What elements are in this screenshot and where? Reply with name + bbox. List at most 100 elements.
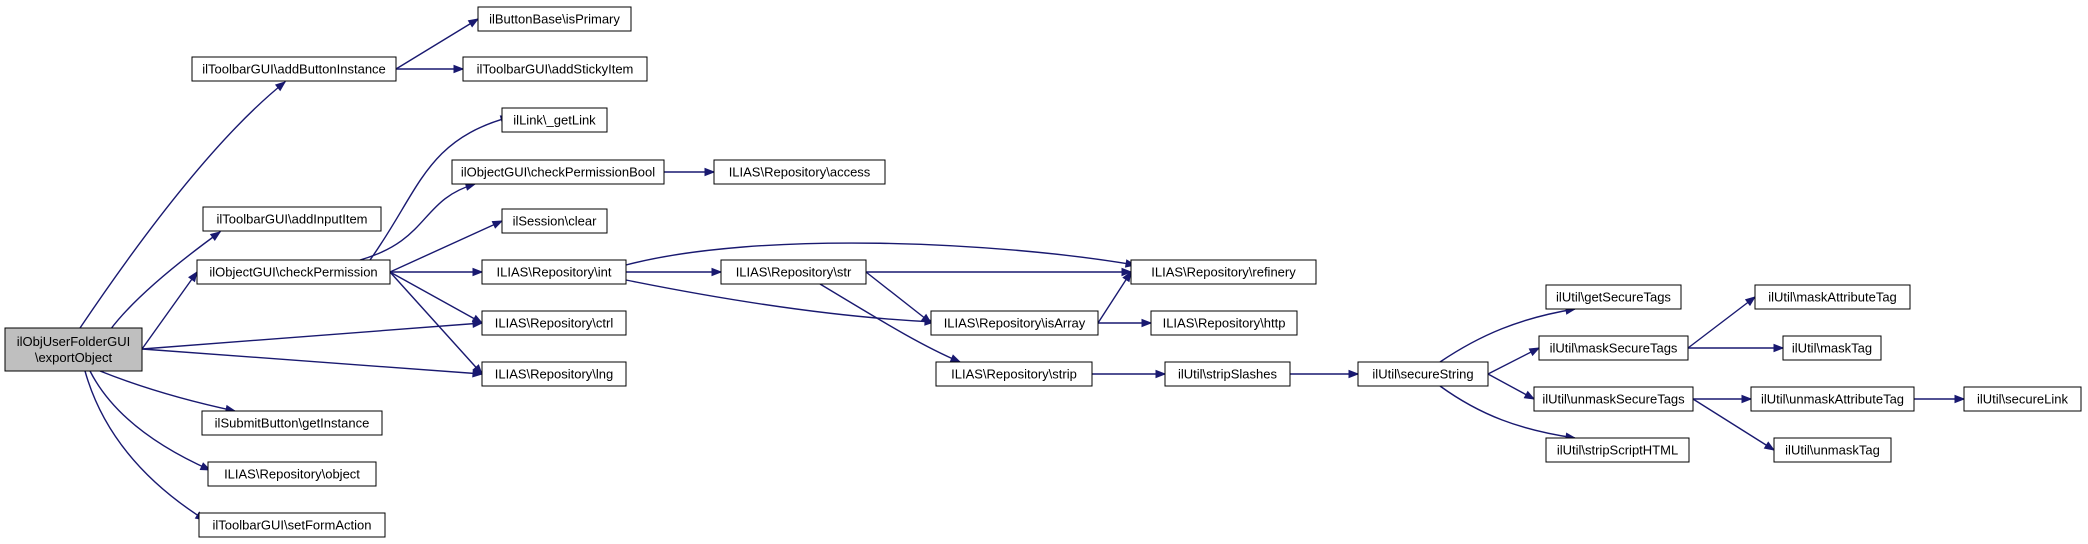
call-edge [1487,373,1536,400]
node-label: ILIAS\Repository\str [736,265,852,280]
node-box [207,461,377,487]
function-node[interactable]: ilUtil\secureLink [1963,386,2082,412]
node-label: ilObjUserFolderGUI [17,334,130,349]
function-node[interactable]: ILIAS\Repository\access [713,159,886,185]
function-node[interactable]: ilToolbarGUI\addButtonInstance [191,56,397,82]
function-node[interactable]: ilObjectGUI\checkPermission [196,259,391,285]
function-node[interactable]: ilToolbarGUI\addInputItem [202,206,382,232]
call-edge [1487,347,1541,375]
node-label: ilUtil\secureLink [1977,392,2069,407]
node-label: ILIAS\Repository\access [729,165,871,180]
function-node[interactable]: ilToolbarGUI\addStickyItem [462,56,648,82]
node-box [198,512,386,538]
function-node[interactable]: ilUtil\maskAttributeTag [1754,284,1911,310]
edge-line [141,348,483,375]
function-node[interactable]: ILIAS\Repository\int [481,259,627,285]
node-box [1782,335,1882,361]
node-box [462,56,648,82]
node-label: ilUtil\unmaskSecureTags [1542,392,1685,407]
node-label: ilUtil\unmaskTag [1785,443,1880,458]
function-node[interactable]: ilObjectGUI\checkPermissionBool [451,159,665,185]
call-edge [1098,318,1153,328]
call-edge [79,81,287,329]
edge-arrowhead [472,364,483,376]
edge-arrowhead [920,313,933,324]
node-box [1754,284,1911,310]
edge-arrowhead [1528,347,1541,357]
node-label: ilUtil\maskSecureTags [1550,341,1678,356]
node-label: ilUtil\unmaskAttributeTag [1761,392,1904,407]
function-node[interactable]: ilLink\_getLink [501,107,608,133]
edge-line [99,370,236,412]
node-box [1130,259,1317,285]
function-node[interactable]: ilSubmitButton\getInstance [201,410,383,436]
node-label: ilUtil\maskTag [1792,341,1872,356]
edge-line [1487,347,1540,375]
function-node[interactable]: ilUtil\unmaskAttributeTag [1750,386,1915,412]
edge-arrowhead [274,81,287,92]
function-node[interactable]: ilUtil\maskSecureTags [1538,335,1689,361]
node-box [930,310,1099,336]
edge-arrowhead [467,18,480,28]
call-edge [1290,369,1360,379]
edge-line [1687,296,1756,349]
edge-line [1439,308,1576,363]
edge-arrowhead [704,167,716,177]
call-edge [1914,394,1966,404]
node-label: ilUtil\stripSlashes [1178,367,1277,382]
node-label: ilToolbarGUI\addInputItem [216,212,367,227]
node-box [481,259,627,285]
call-edge [369,115,512,261]
edge-line [89,370,211,471]
call-edge [625,242,1137,268]
edge-line [865,271,932,324]
function-node[interactable]: ilUtil\stripScriptHTML [1545,437,1690,463]
node-box [935,361,1093,387]
edge-arrowhead [453,64,465,74]
node-label: ILIAS\Repository\http [1163,316,1286,331]
call-graph-nodes: ilObjUserFolderGUI\exportObject ilToolbar… [4,6,2082,538]
function-node[interactable]: ilSession\clear [501,208,608,234]
edge-line [109,231,221,331]
root-function-node: ilObjUserFolderGUI\exportObject [4,327,143,372]
call-edge [1688,343,1785,353]
call-edge [819,283,962,363]
node-label: ILIAS\Repository\lng [495,367,614,382]
edge-line [79,81,286,329]
edge-line [84,370,206,521]
node-box [501,107,608,133]
function-node[interactable]: ILIAS\Repository\str [720,259,867,285]
function-node[interactable]: ilUtil\stripSlashes [1164,361,1291,387]
edge-line [1692,398,1775,451]
call-edge [390,267,484,277]
function-node[interactable]: ilToolbarGUI\setFormAction [198,512,386,538]
node-box [1150,310,1298,336]
function-node[interactable]: ilUtil\secureString [1357,361,1489,387]
edge-arrowhead [711,267,723,277]
function-node[interactable]: ILIAS\Repository\http [1150,310,1298,336]
node-box [1357,361,1489,387]
edge-line [1439,385,1576,439]
function-node[interactable]: ILIAS\Repository\ctrl [481,310,627,336]
node-label: ILIAS\Repository\int [497,265,612,280]
function-node[interactable]: ILIAS\Repository\refinery [1130,259,1317,285]
function-node[interactable]: ilUtil\unmaskTag [1773,437,1892,463]
edge-arrowhead [1763,441,1776,451]
function-node[interactable]: ILIAS\Repository\lng [481,361,627,387]
function-node[interactable]: ILIAS\Repository\object [207,461,377,487]
node-box [1533,386,1694,412]
edge-arrowhead [491,220,504,229]
edge-line [389,271,483,324]
edge-arrowhead [1773,343,1785,353]
function-node[interactable]: ILIAS\Repository\isArray [930,310,1099,336]
node-box [713,159,886,185]
function-node[interactable]: ilUtil\maskTag [1782,335,1882,361]
call-edge [664,167,716,177]
call-edge [359,182,477,261]
call-edge [1692,398,1776,451]
function-node[interactable]: ILIAS\Repository\strip [935,361,1093,387]
function-node[interactable]: ilButtonBase\isPrimary [477,6,632,32]
function-node[interactable]: ilUtil\getSecureTags [1545,284,1682,310]
node-box [1545,437,1690,463]
function-node[interactable]: ilUtil\unmaskSecureTags [1533,386,1694,412]
